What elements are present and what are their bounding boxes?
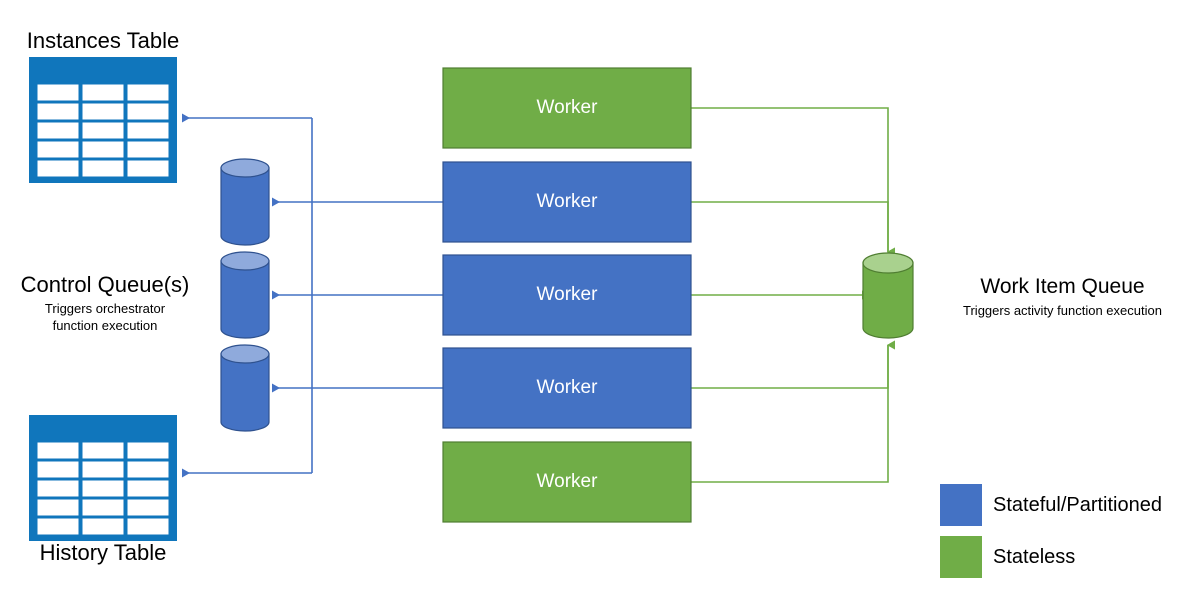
control-queue-cylinder-3 <box>220 344 270 432</box>
blue-connector-group <box>182 113 443 478</box>
history-table-shape <box>29 415 177 541</box>
legend-swatch-stateless <box>940 536 982 578</box>
worker-box-1 <box>442 67 692 149</box>
control-queue-cylinder-2 <box>220 251 270 339</box>
worker-box-5 <box>442 441 692 523</box>
green-connector-group <box>691 107 895 483</box>
control-queue-cylinder-1 <box>220 158 270 246</box>
worker-box-3 <box>442 254 692 336</box>
work-item-queue-label: Work Item Queue <box>980 275 1145 298</box>
control-queues-sublabel-line1: Triggers orchestrator <box>44 301 166 316</box>
connector-worker5-to-work-item-queue <box>691 340 895 483</box>
worker-box-4 <box>442 347 692 429</box>
instances-table-shape <box>29 57 177 183</box>
control-queues-sublabel-line2: function execution <box>52 318 158 333</box>
worker-label-5: Worker <box>536 471 598 492</box>
work-item-queue-sublabel: Triggers activity function execution <box>963 303 1162 318</box>
control-queues-label: Control Queue(s) <box>20 272 190 297</box>
legend-label-stateless: Stateless <box>993 546 1076 568</box>
worker-label-1: Worker <box>536 97 598 118</box>
connector-worker2-to-work-item-queue <box>691 201 895 257</box>
worker-label-3: Worker <box>536 284 598 305</box>
legend-swatch-stateful <box>940 484 982 526</box>
legend-label-stateful: Stateful/Partitioned <box>993 494 1162 516</box>
worker-label-2: Worker <box>536 191 598 212</box>
work-item-queue-cylinder <box>862 252 914 339</box>
worker-box-2 <box>442 161 692 243</box>
instances-table-label: Instances Table <box>26 28 180 53</box>
worker-label-4: Worker <box>536 377 598 398</box>
history-table-label: History Table <box>39 540 167 565</box>
